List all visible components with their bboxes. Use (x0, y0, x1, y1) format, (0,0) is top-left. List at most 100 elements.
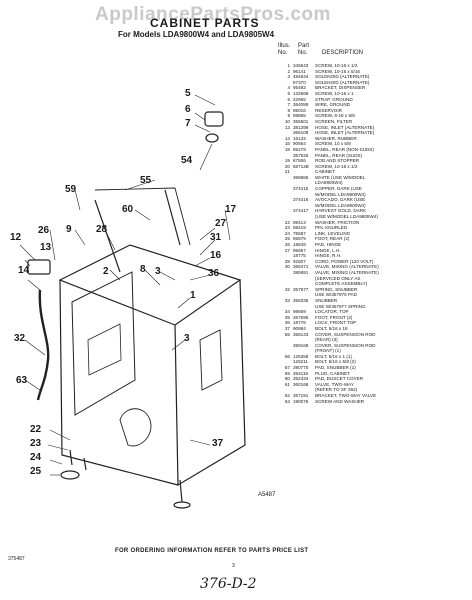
part-number: 95016 (293, 107, 306, 113)
illus-number: 24 (284, 230, 290, 236)
part-number: 484944 (293, 74, 309, 80)
part-description: PANEL, REAR (SUDS) (315, 152, 363, 158)
ordering-footer: FOR ORDERING INFORMATION REFER TO PARTS … (115, 548, 309, 554)
parts-row: LDA9800W4) (278, 180, 470, 186)
part-description: SCREEN, FILTER (315, 118, 353, 124)
part-description: VALVE, TWO-WAY (315, 381, 354, 387)
parts-row: USE W/357976 PAD (278, 292, 470, 298)
illus-number: 61 (284, 381, 290, 387)
parts-row: 357525 PANEL, REAR (SUDS) (278, 153, 470, 159)
parts-row: W/MODEL LDA9800W4) (278, 192, 470, 198)
part-number: 355501 (293, 118, 309, 124)
part-number: 98865 (293, 113, 306, 119)
part-description: CORD, POWER (120 VOLT) (315, 258, 374, 264)
part-number: 16133 (293, 135, 306, 141)
page-number: 3 (232, 563, 235, 569)
illus-number: 27 (284, 247, 290, 253)
part-description: (SERVICED ONLY AS (315, 275, 361, 281)
callout-number: 22 (30, 424, 42, 435)
part-number: 345643 (293, 63, 309, 68)
part-number: 385991 (293, 269, 309, 275)
part-header-no: No. (298, 50, 308, 56)
parts-row: W/MODEL LDA9800W4) (278, 203, 470, 209)
callout-number: 16 (210, 250, 222, 261)
part-number: 92607 (293, 258, 306, 264)
part-description: LDA9800W4) (315, 180, 343, 186)
part-description: WIRE, GROUND (315, 102, 350, 108)
cabinet-front-face (174, 279, 246, 487)
part-description: BRACKET, TWO-WAY VALVE (315, 393, 377, 399)
part-description: W/MODEL LDA9800W4) (315, 202, 366, 208)
part-description: PAD, HINGE (315, 242, 342, 247)
part-description: SOLENOID (ALTERNATE) (315, 74, 370, 80)
callout-number: 26 (38, 225, 50, 236)
part-description: (FRONT) (1) (315, 348, 341, 354)
part-description: BRACKET, DISPENSER (315, 85, 366, 91)
illus-number: 10 (284, 118, 290, 124)
callout-number: 14 (18, 265, 30, 276)
part-number: 381399 (293, 124, 309, 130)
part-description: COPPER, DARK (USE (315, 186, 362, 192)
part-number: 96141 (293, 68, 306, 74)
illus-header: Illus. (278, 43, 291, 49)
inlet-hose (36, 289, 50, 401)
illus-number: 59 (284, 370, 290, 376)
part-number: 374417 (293, 208, 309, 214)
callout-number: 24 (30, 452, 42, 463)
part-number: 87506 (293, 158, 306, 164)
part-description: SCREW AND WASHER (315, 398, 365, 404)
part-description: (USE W/MODEL LDA9805W4) (315, 214, 378, 220)
rear-foot (60, 470, 80, 480)
part-description: SCREW, 10-16 x 5/16 (315, 68, 360, 74)
illus-number: 33 (284, 297, 290, 303)
part-number: 365471 (293, 264, 309, 270)
callout-number: 63 (16, 375, 28, 386)
part-description: COVER, SUSPENSION ROD (315, 342, 376, 348)
illus-number: 18 (284, 146, 290, 152)
part-description: SPRING, SNUBBER (315, 286, 358, 292)
watermark: AppliancePartsPros.com (95, 4, 331, 25)
callout-number: 54 (181, 155, 193, 166)
part-number: 98413 (293, 219, 306, 225)
part-description: BOLT, 5/16 x 18 (315, 325, 348, 331)
part-number: 354119 (293, 370, 308, 376)
part-number: 357525 (293, 152, 309, 158)
part-number: 98669 (293, 309, 306, 315)
part-description: LOCATOR, TOP (315, 309, 349, 315)
illus-number: 63 (284, 398, 290, 404)
part-description: (REFER TO SF 362) (315, 387, 358, 393)
part-number: 75587 (293, 230, 306, 236)
callout-number: 1 (190, 290, 196, 301)
cabinet-side-face (59, 279, 179, 486)
callout-number: 60 (122, 204, 134, 215)
illus-number: 19 (284, 158, 290, 164)
callout-number: 28 (96, 224, 108, 235)
part-number: 366108 (293, 130, 309, 136)
part-number: 18649 (293, 242, 306, 247)
part-number: 68712B (293, 163, 309, 169)
part-number: 90664 (293, 141, 306, 147)
part-number: 390770 (293, 365, 309, 371)
part-number: 90984 (293, 325, 306, 331)
illus-number: 28 (284, 258, 290, 264)
part-description: SCREW, 10-16 x 1/2 (315, 163, 358, 169)
